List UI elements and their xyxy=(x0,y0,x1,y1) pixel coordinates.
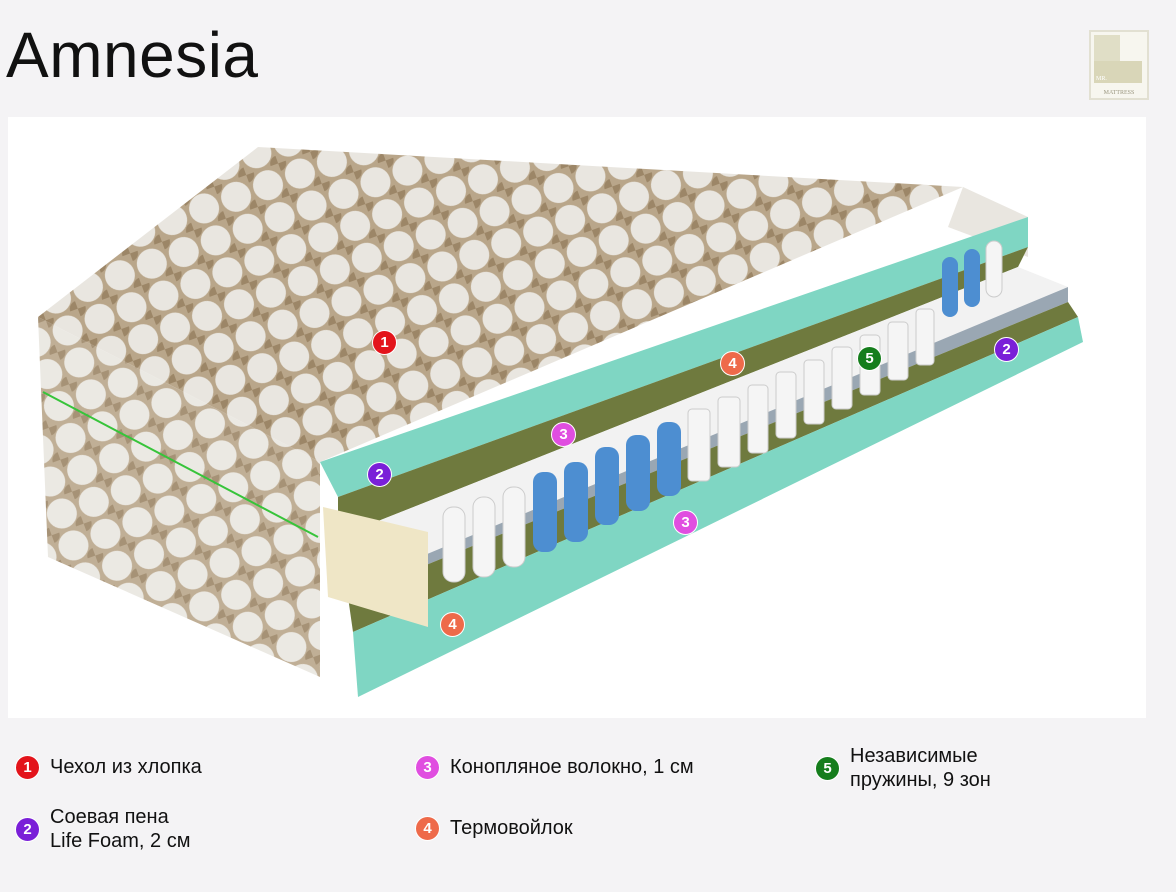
marker-hemp-top: 3 xyxy=(551,422,576,447)
legend-badge-3: 3 xyxy=(415,755,440,780)
marker-cover: 1 xyxy=(372,330,397,355)
legend-badge-5: 5 xyxy=(815,756,840,781)
legend-label: Конопляное волокно, 1 см xyxy=(450,756,694,778)
legend-item-felt: 4 Термовойлок xyxy=(415,816,573,841)
brand-logo: MR. MATTRESS xyxy=(1089,30,1149,100)
marker-felt-bottom: 4 xyxy=(440,612,465,637)
legend-label: Независимые xyxy=(850,745,978,767)
logo-text: MATTRESS xyxy=(1103,90,1135,96)
product-title: Amnesia xyxy=(6,19,259,91)
legend-label-2: Life Foam, 2 см xyxy=(50,830,191,852)
mattress-illustration xyxy=(38,147,1083,697)
legend-badge-1: 1 xyxy=(15,755,40,780)
legend-item-hemp: 3 Конопляное волокно, 1 см xyxy=(415,755,694,780)
legend-badge-4: 4 xyxy=(415,816,440,841)
legend-badge-2: 2 xyxy=(15,817,40,842)
legend-label: Соевая пена xyxy=(50,806,169,828)
marker-soy-foam-top: 2 xyxy=(367,462,392,487)
legend-item-cover: 1 Чехол из хлопка xyxy=(15,755,202,780)
mattress-image: 1 2 2 3 3 4 4 5 xyxy=(8,117,1146,718)
legend-label: Чехол из хлопка xyxy=(50,756,202,778)
marker-soy-foam-right: 2 xyxy=(994,337,1019,362)
logo-mr: MR. xyxy=(1096,76,1107,82)
marker-springs: 5 xyxy=(857,346,882,371)
marker-felt-top: 4 xyxy=(720,351,745,376)
legend-label-2: пружины, 9 зон xyxy=(850,769,991,791)
marker-hemp-bottom: 3 xyxy=(673,510,698,535)
legend-label: Термовойлок xyxy=(450,817,573,839)
